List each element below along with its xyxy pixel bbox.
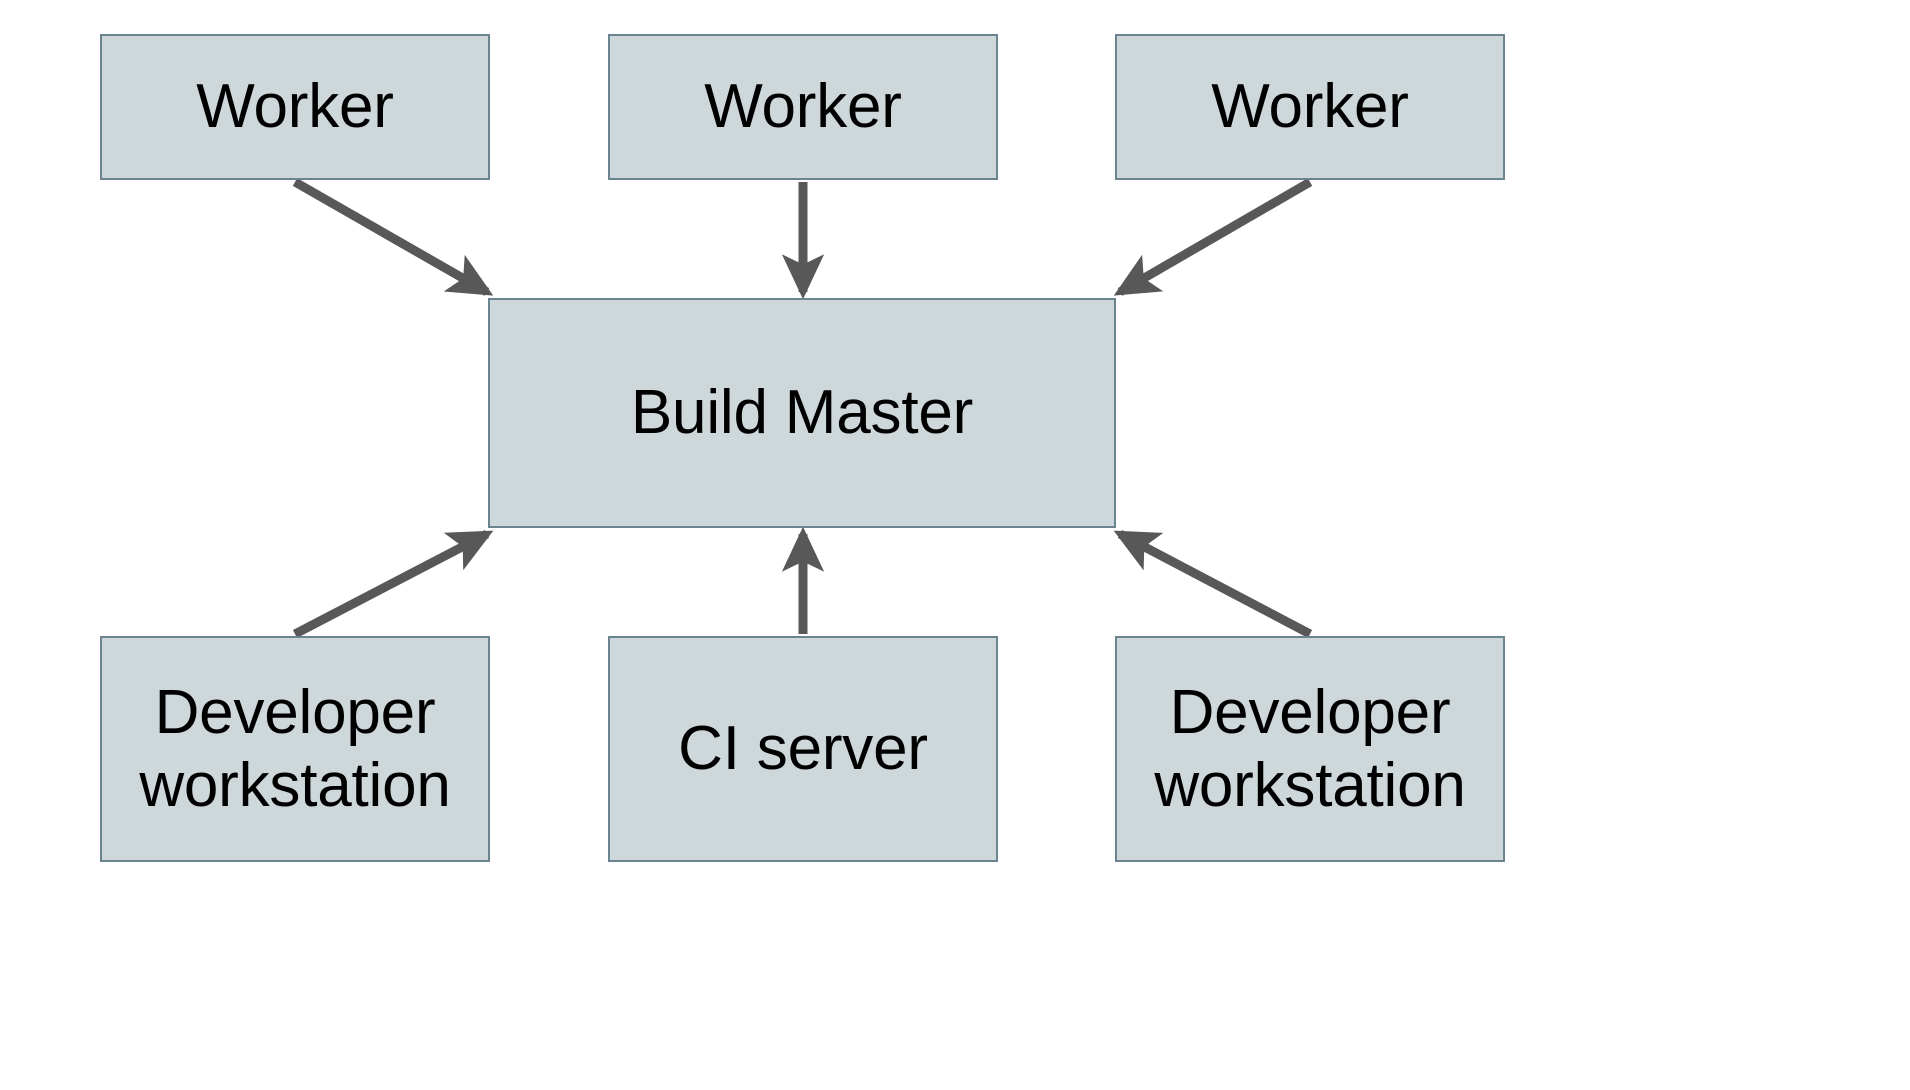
node-worker-2[interactable]: Worker bbox=[608, 34, 998, 180]
node-worker-1[interactable]: Worker bbox=[100, 34, 490, 180]
edge-devleft-to-master bbox=[292, 530, 494, 638]
node-worker-3[interactable]: Worker bbox=[1115, 34, 1505, 180]
node-developer-workstation-left-label: Developer workstation bbox=[139, 677, 451, 820]
node-developer-workstation-left[interactable]: Developer workstation bbox=[100, 636, 490, 862]
edge-devright-to-master bbox=[1113, 530, 1313, 638]
edge-worker1-to-master bbox=[292, 178, 494, 296]
node-build-master[interactable]: Build Master bbox=[488, 298, 1116, 528]
node-build-master-label: Build Master bbox=[630, 378, 974, 448]
edge-worker3-to-master bbox=[1113, 178, 1313, 296]
node-developer-workstation-right-label: Developer workstation bbox=[1154, 677, 1466, 820]
node-worker-1-label: Worker bbox=[196, 72, 394, 142]
node-ci-server-label: CI server bbox=[678, 714, 928, 784]
node-ci-server[interactable]: CI server bbox=[608, 636, 998, 862]
node-developer-workstation-right[interactable]: Developer workstation bbox=[1115, 636, 1505, 862]
node-worker-3-label: Worker bbox=[1211, 72, 1409, 142]
node-worker-2-label: Worker bbox=[704, 72, 902, 142]
